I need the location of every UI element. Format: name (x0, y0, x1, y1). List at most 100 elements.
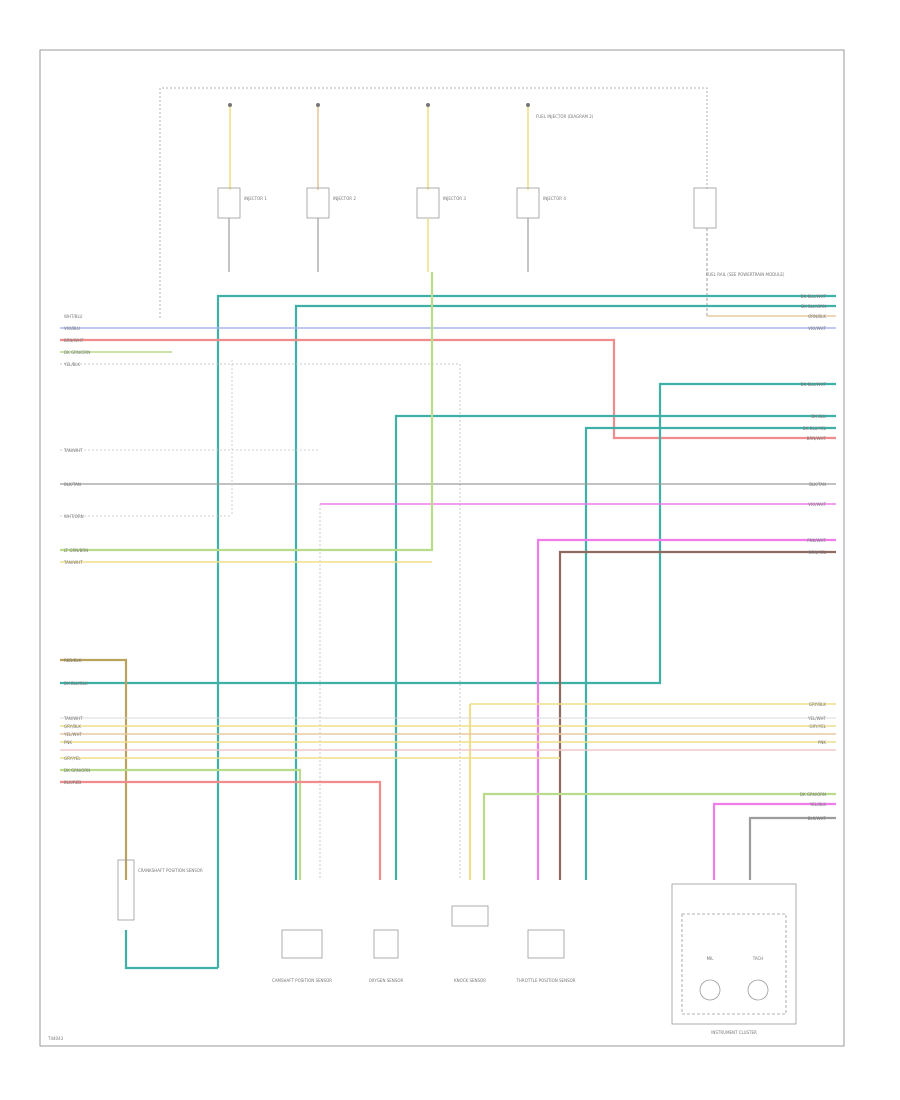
injector-feed-drops (228, 103, 530, 190)
wire-segment (747, 979, 769, 1001)
sensor-2: OXYGEN SENSOR (369, 929, 404, 983)
right-labels-top: DK BLU/WHT DK BLU/ORN ORN/BLK VIO/WHT (801, 294, 827, 331)
wire-label: YEL/BLK (809, 802, 827, 807)
injector-label: INJECTOR 3 (443, 196, 466, 201)
module-caption: INSTRUMENT CLUSTER (711, 1030, 757, 1035)
wire-label: PNK (818, 740, 826, 745)
wire-label: BRN/YEL (809, 550, 827, 555)
wire-label: DK BLU/YEL (803, 426, 827, 431)
injector-label: INJECTOR 2 (333, 196, 356, 201)
wire-label: DK BLU/WHT (801, 294, 827, 299)
wire-segment (416, 187, 440, 219)
wire-segment (60, 363, 461, 880)
wire-segment (294, 304, 836, 880)
wire-label: DK BLU/BLK (64, 681, 88, 686)
wire-label: DK GRN/ORN (64, 350, 90, 355)
injector-2: INJECTOR 2 (306, 187, 356, 272)
wire-label: GRY/YEL (64, 756, 81, 761)
wire-label: YEL/WHT (807, 716, 827, 721)
diagram-border (39, 49, 845, 1047)
wire-label: TAN/WHT (63, 716, 83, 721)
wire-segment (516, 187, 540, 219)
wire-label: TAN/WHT (63, 448, 83, 453)
sensor-label: THROTTLE POSITION SENSOR (515, 978, 575, 983)
wire-segment (558, 550, 836, 880)
instrument-cluster: MIL TACH INSTRUMENT CLUSTER (671, 883, 797, 1035)
wire-segment (124, 930, 218, 970)
injector-1: INJECTOR 1 (217, 187, 267, 272)
wire-label: WHT/ORN (64, 514, 84, 519)
wire-segment (60, 780, 382, 880)
wire-label: DK BLU/ORN (801, 304, 826, 309)
right-top-note: FUEL RAIL (SEE POWERTRAIN MODULE) (706, 272, 785, 277)
wire-segment (306, 187, 330, 219)
left-labels-mid: TAN/WHT BLK/TAN WHT/ORN LT GRN/BRN TAN/W… (63, 448, 88, 565)
wire-segment (373, 929, 399, 959)
wire-segment (216, 294, 836, 968)
wire-segment (527, 929, 565, 959)
wire-segment (451, 905, 489, 927)
footer-code: T44043 (47, 1036, 64, 1041)
wire-segment (526, 103, 530, 107)
wire-segment (681, 913, 787, 1015)
wire-label: BLK/TAN (809, 482, 826, 487)
wire-label: PNK (64, 740, 72, 745)
wire-label: BRN/WHT (807, 436, 827, 441)
wire-segment (394, 414, 836, 880)
low-bundle (60, 658, 836, 970)
left-labels-low: RED/BLK DK BLU/BLK TAN/WHT GRY/BLK YEL/W… (63, 658, 90, 785)
wire-label: YEL/WHT (63, 732, 83, 737)
feed-wire-top (159, 87, 708, 318)
wire-label: GRY/BLK (64, 724, 81, 729)
wire-segment (316, 103, 320, 107)
injector-3: INJECTOR 3 (416, 187, 466, 272)
wire-label: BRN/WHT (64, 338, 84, 343)
injector-label: INJECTOR 4 (543, 196, 566, 201)
bus-wires (60, 272, 836, 968)
wire-label: VIO/WHT (808, 502, 826, 507)
wire-segment (60, 338, 836, 440)
wire-segment (281, 929, 323, 959)
sensor-1: CAMSHAFT POSITION SENSOR (272, 929, 332, 983)
wire-segment (536, 538, 836, 880)
right-labels-bottom: GRY/BLK YEL/WHT GRY/YEL PNK DK GRN/ORN Y… (800, 702, 827, 821)
wire-label: LT GRN/BRN (64, 548, 88, 553)
wire-segment (217, 187, 241, 219)
wire-label: YEL/BLK (63, 362, 81, 367)
wire-segment (60, 768, 302, 880)
wire-label: BLK/TAN (64, 482, 81, 487)
sensor-4: THROTTLE POSITION SENSOR (515, 929, 576, 983)
wire-label: GRY/YEL (809, 724, 826, 729)
wire-segment (60, 272, 434, 552)
sensor-label: OXYGEN SENSOR (369, 978, 404, 983)
wire-segment (712, 802, 836, 880)
wire-segment (482, 792, 836, 880)
crankshaft-sensor: CRANKSHAFT POSITION SENSOR (117, 859, 203, 921)
wire-segment (426, 103, 430, 107)
wire-segment (60, 382, 836, 685)
wire-label: BLK/WHT (808, 816, 827, 821)
top-note: FUEL INJECTOR (DIAGRAM 2) (536, 114, 594, 119)
left-component-label: CRANKSHAFT POSITION SENSOR (138, 868, 203, 873)
wire-label: BLK/RED (64, 780, 81, 785)
right-labels-mid: DK BLU/WHT DK BLU DK BLU/YEL BRN/WHT (801, 382, 827, 441)
wire-label: VIO/BLU (64, 326, 80, 331)
wire-segment (60, 658, 128, 880)
wire-segment (584, 426, 836, 880)
wire-label: ORN/BLK (808, 314, 826, 319)
wire-label: VIO/WHT (808, 326, 826, 331)
right-labels-low: BLK/TAN VIO/WHT PNK/WHT BRN/YEL (807, 482, 827, 555)
left-labels-top: WHT/BLU VIO/BLU BRN/WHT DK GRN/ORN YEL/B… (63, 314, 90, 367)
wire-segment (699, 979, 721, 1001)
sensor-label: KNOCK SENSOR (454, 978, 486, 983)
wire-segment (117, 859, 135, 921)
wire-label: WHT/BLU (64, 314, 83, 319)
sensor-label: CAMSHAFT POSITION SENSOR (272, 978, 332, 983)
fuel-rail-component: FUEL RAIL (SEE POWERTRAIN MODULE) (693, 187, 785, 318)
sensor-3: KNOCK SENSOR (451, 905, 489, 983)
wire-label: TAN/WHT (63, 560, 83, 565)
wire-label: GRY/BLK (809, 702, 826, 707)
injector-4: INJECTOR 4 (516, 187, 566, 272)
wire-green-feed (172, 105, 530, 354)
